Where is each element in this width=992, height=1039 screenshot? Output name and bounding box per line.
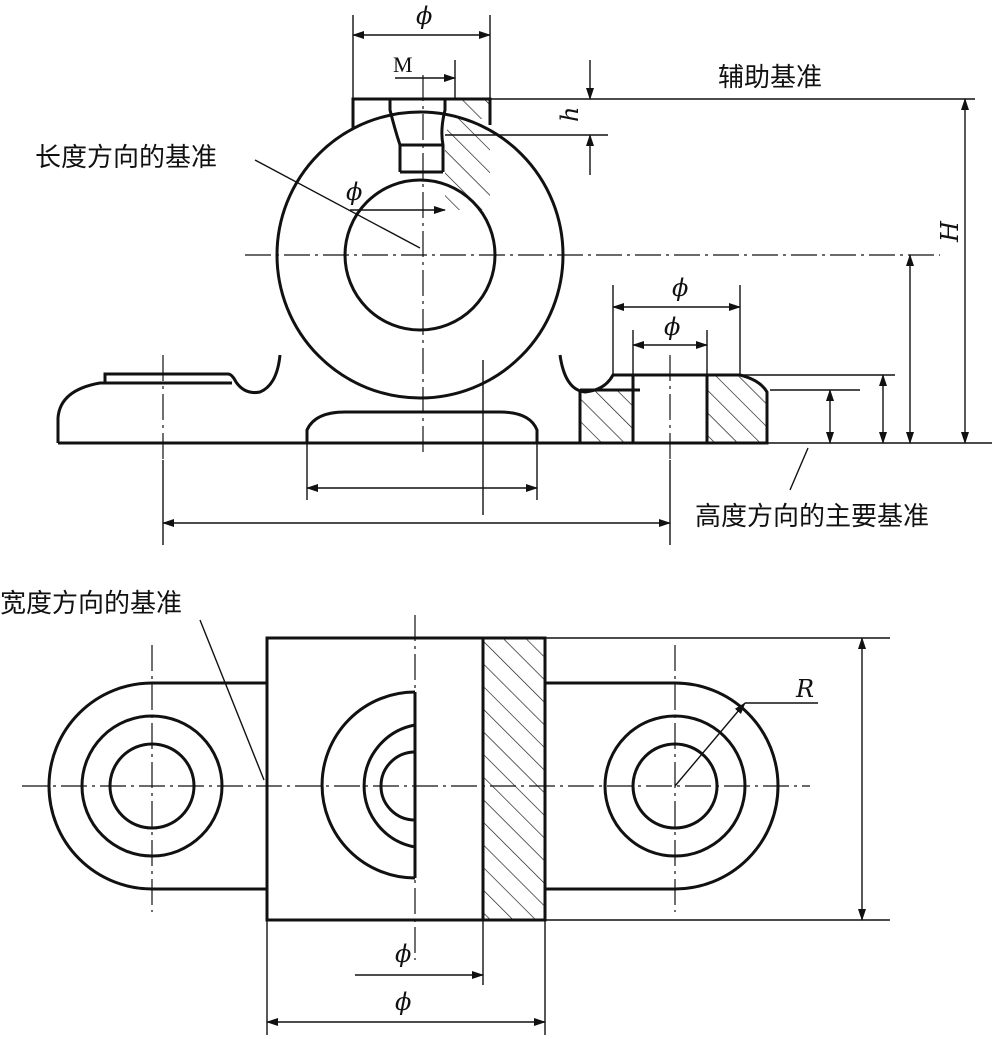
dim-R: R — [795, 675, 814, 703]
hatch-top-view — [483, 638, 545, 920]
dim-phi-bottom-2: ϕ — [395, 988, 411, 1016]
top-boss — [351, 97, 492, 128]
base-relief — [305, 410, 539, 443]
hatch-top-section — [445, 112, 490, 210]
oil-hole — [388, 99, 447, 174]
dim-phi-hole-outer: ϕ — [672, 274, 688, 302]
dim-phi-hole-inner: ϕ — [664, 313, 680, 341]
dim-phi-top: ϕ — [416, 2, 432, 30]
body-rect — [265, 636, 547, 922]
label-auxiliary-datum: 辅助基准 — [718, 63, 822, 93]
dim-h: h — [556, 107, 584, 122]
hatch-right-left — [580, 390, 633, 443]
dim-M: M — [393, 52, 413, 77]
dim-phi-bottom-1: ϕ — [395, 940, 411, 968]
base-plate — [56, 354, 769, 445]
top-view — [22, 615, 890, 1035]
label-height-main-datum: 高度方向的主要基准 — [695, 502, 929, 532]
left-lug — [47, 681, 267, 891]
label-width-datum: 宽度方向的基准 — [0, 589, 182, 619]
dim-H: H — [936, 220, 964, 243]
hatch-right-right — [707, 375, 767, 443]
front-view — [56, 15, 992, 545]
label-length-datum: 长度方向的基准 — [35, 143, 217, 173]
dim-phi-bore: ϕ — [346, 178, 362, 206]
hatch-top-strip — [455, 99, 490, 119]
